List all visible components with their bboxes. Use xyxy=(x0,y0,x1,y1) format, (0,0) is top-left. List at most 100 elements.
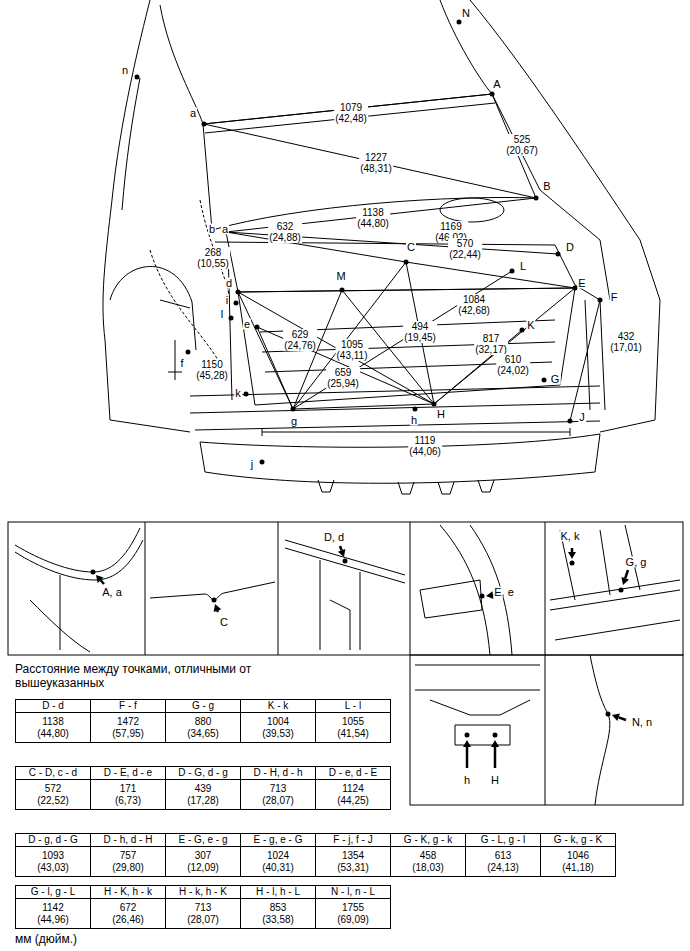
point-pair: G - L, g - l xyxy=(481,834,525,846)
distance-value: 713 (28,07) xyxy=(187,902,219,925)
table-cell: D - g, d - G xyxy=(15,833,91,847)
table-cell: 307 (12,09) xyxy=(165,846,241,877)
table-cell: D - d xyxy=(15,699,91,713)
body-outline xyxy=(470,0,660,432)
inset-label: N, n xyxy=(631,717,653,728)
point-pair: E - G, e - g xyxy=(179,834,228,846)
point-pair: L - l xyxy=(345,700,361,712)
distance-value: 1055 (41,54) xyxy=(337,716,369,739)
point-letter: L xyxy=(519,261,527,272)
distance-value: 458 (18,03) xyxy=(412,850,444,873)
inset-divider xyxy=(410,522,411,655)
point-pair: G - g xyxy=(192,700,214,712)
dimension-value: 629 (24,76) xyxy=(283,329,317,351)
table-cell: D - E, d - e xyxy=(90,766,166,780)
point-letter: a xyxy=(189,108,197,119)
point-pair: D - E, d - e xyxy=(104,767,152,779)
measuring-point xyxy=(606,712,611,717)
inset-frame xyxy=(410,655,683,805)
point-pair: D - e, d - E xyxy=(329,767,377,779)
distance-value: 439 (17,28) xyxy=(187,783,219,806)
dimension-value: 817 (32,17) xyxy=(474,333,508,355)
pointer-arrow xyxy=(340,546,342,550)
measuring-point xyxy=(465,733,470,738)
measuring-point xyxy=(480,594,485,599)
distance-value: 171 (6,73) xyxy=(115,783,141,806)
table-cell: F - j, f - J xyxy=(315,833,391,847)
table-cell: G - l, g - L xyxy=(15,885,91,899)
measuring-point xyxy=(236,290,241,295)
measuring-point xyxy=(340,288,345,293)
dimension-line xyxy=(570,300,600,421)
body-outline xyxy=(190,386,600,430)
dimension-line xyxy=(238,292,434,404)
table-cell: G - K, g - k xyxy=(390,833,466,847)
inset-drawing xyxy=(550,525,680,640)
table-cell: H - l, h - L xyxy=(240,885,316,899)
point-letter: l xyxy=(220,309,224,320)
distance-value: 1472 (57,95) xyxy=(112,716,144,739)
distance-value: 880 (34,65) xyxy=(187,716,219,739)
distance-value: 713 (28,07) xyxy=(262,783,294,806)
measuring-point xyxy=(404,260,409,265)
table-cell: 1755 (69,09) xyxy=(315,898,391,929)
pointer-arrow xyxy=(466,747,469,768)
table-cell: 880 (34,65) xyxy=(165,712,241,743)
table-cell: D - H, d - h xyxy=(240,766,316,780)
measuring-point xyxy=(135,75,140,80)
table-cell: 713 (28,07) xyxy=(165,898,241,929)
dimension-value: 1084 (42,68) xyxy=(457,294,491,316)
point-letter: a xyxy=(221,224,229,235)
distance-value: 1093 (43,03) xyxy=(37,850,69,873)
table-heading: Расстояние между точками, отличными от в… xyxy=(15,662,315,691)
inset-label: C xyxy=(219,617,229,628)
table-cell: E - g, e - G xyxy=(240,833,316,847)
point-pair: G - l, g - L xyxy=(31,886,75,898)
point-pair: N - l, n - L xyxy=(331,886,375,898)
distance-value: 853 (33,58) xyxy=(262,902,294,925)
body-outline xyxy=(200,434,600,483)
measuring-point xyxy=(490,92,495,97)
table-cell: 1142 (44,96) xyxy=(15,898,91,929)
point-pair: H - k, h - K xyxy=(179,886,227,898)
body-outline xyxy=(585,300,605,410)
table-cell: 171 (6,73) xyxy=(90,779,166,810)
point-letter: J xyxy=(578,412,586,423)
point-pair: K - k xyxy=(268,700,289,712)
arrow-head xyxy=(96,575,104,583)
distance-value: 757 (29,80) xyxy=(112,850,144,873)
inset-label: K, k xyxy=(560,531,581,542)
table-cell: 1138 (44,80) xyxy=(15,712,91,743)
table-cell: D - e, d - E xyxy=(315,766,391,780)
measuring-point xyxy=(510,269,515,274)
dimension-value: 659 (25,94) xyxy=(326,367,360,389)
point-pair: D - H, d - h xyxy=(254,767,303,779)
table-cell: 713 (28,07) xyxy=(240,779,316,810)
dimension-value: 1079 (42,48) xyxy=(334,102,368,124)
dimension-value: 432 (17,01) xyxy=(609,331,643,353)
dimension-value: 494 (19,45) xyxy=(403,321,437,343)
distance-value: 1004 (39,53) xyxy=(262,716,294,739)
measuring-point xyxy=(457,20,462,25)
dimension-value: 1119 (44,06) xyxy=(408,435,442,457)
distance-value: 613 (24,13) xyxy=(487,850,519,873)
inset-divider xyxy=(545,655,546,805)
inset-drawing xyxy=(415,665,540,745)
dimension-value: 610 (24,02) xyxy=(496,354,530,376)
point-letter: h xyxy=(410,415,418,426)
point-letter: g xyxy=(290,416,298,427)
dimension-line xyxy=(226,232,406,262)
measuring-point xyxy=(619,588,624,593)
distance-value: 1046 (41,18) xyxy=(562,850,594,873)
point-letter: A xyxy=(492,79,501,90)
distance-value: 672 (26,46) xyxy=(112,902,144,925)
inset-label: G, g xyxy=(625,557,648,568)
point-pair: D - g, d - G xyxy=(28,834,77,846)
table-cell: 1354 (53,31) xyxy=(315,846,391,877)
dimension-value: 1138 (44,80) xyxy=(356,207,390,229)
measuring-point xyxy=(234,301,239,306)
pointer-arrow xyxy=(494,747,497,768)
table-cell: N - l, n - L xyxy=(315,885,391,899)
dimension-line xyxy=(204,124,536,198)
